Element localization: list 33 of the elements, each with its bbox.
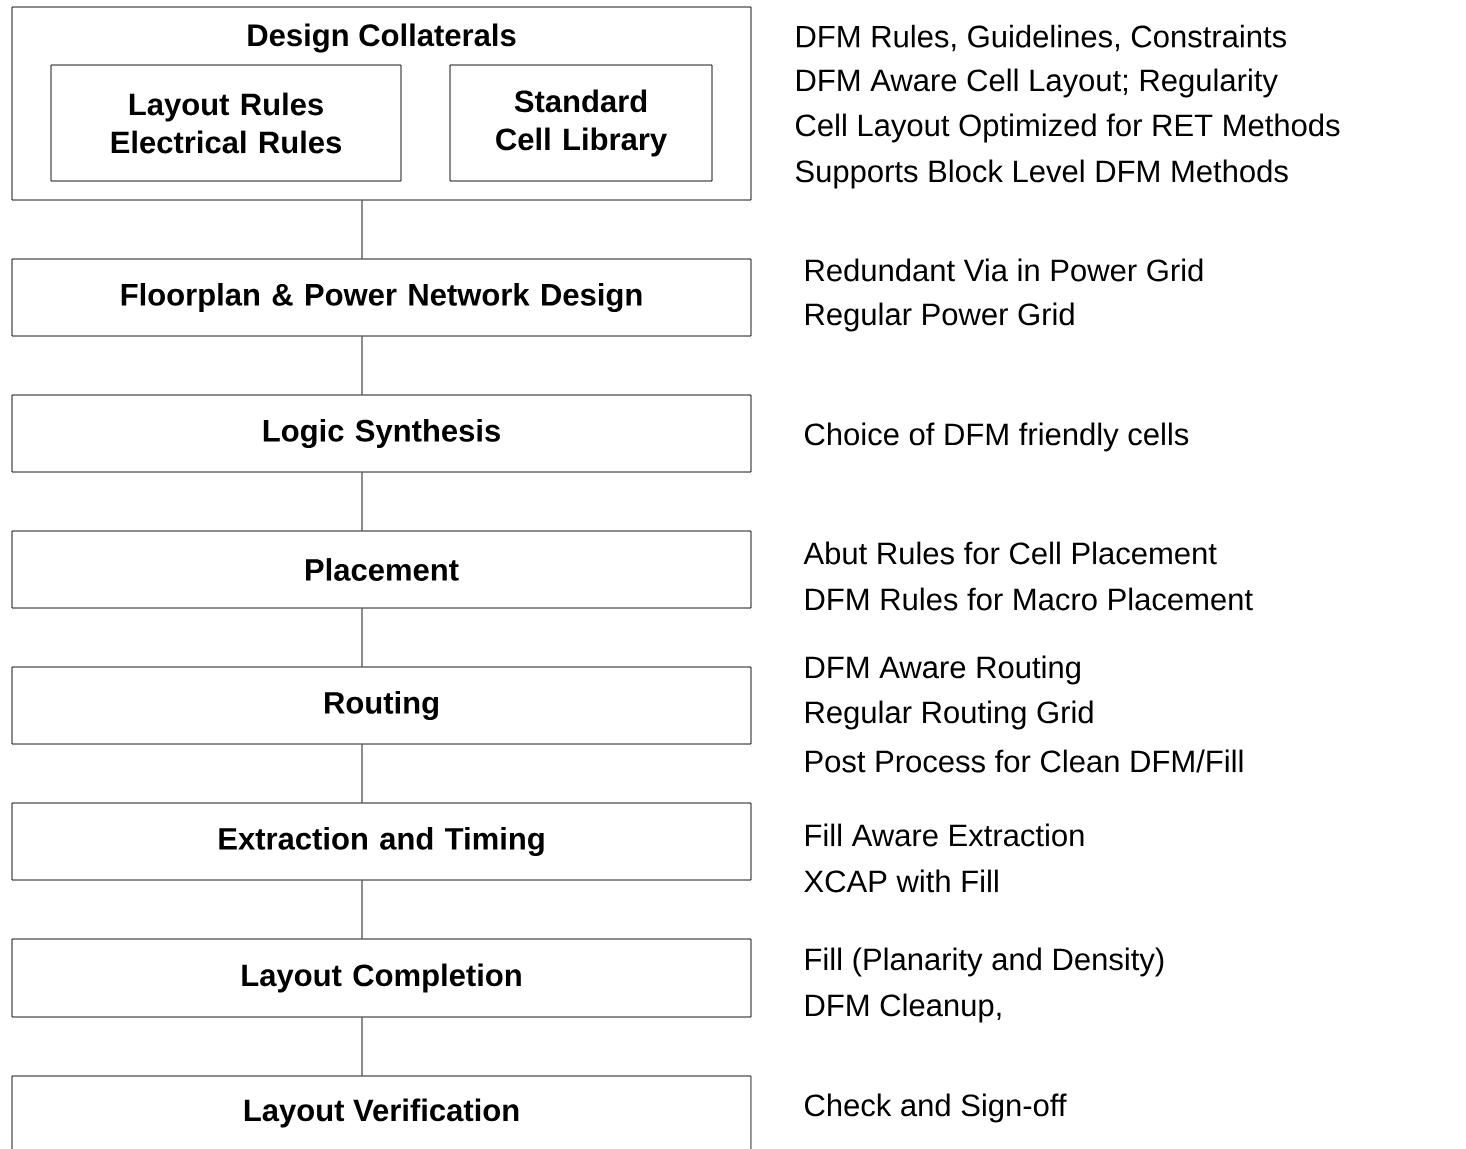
connector-line — [361, 336, 363, 395]
process-box: Layout Completion — [11, 938, 752, 1018]
side-note: Regular Power Grid — [806, 302, 1074, 332]
side-note: Fill (Planarity and Density) — [806, 947, 1164, 977]
process-box: Standard Cell Library — [449, 64, 713, 182]
connector-line — [361, 608, 363, 667]
side-note: Abut Rules for Cell Placement — [803, 541, 1217, 565]
side-note: Redundant Via in Power Grid — [806, 258, 1203, 282]
side-note: DFM Cleanup, — [806, 993, 1001, 1023]
process-box: Floorplan & Power Network Design — [11, 258, 752, 337]
process-box: Layout Verification — [11, 1075, 752, 1149]
process-box: Placement — [11, 530, 752, 609]
side-note: Fill Aware Extraction — [806, 823, 1084, 847]
side-note: DFM Aware Cell Layout; Regularity — [797, 68, 1278, 98]
process-box: Extraction and Timing — [11, 802, 752, 881]
side-note: Supports Block Level DFM Methods — [795, 159, 1288, 189]
process-box: Logic Synthesis — [11, 394, 752, 473]
side-note: Cell Layout Optimized for RET Methods — [796, 113, 1340, 143]
side-note: XCAP with Fill — [804, 869, 998, 893]
side-note: Check and Sign-off — [805, 1093, 1067, 1123]
side-note: DFM Rules, Guidelines, Constraints — [797, 24, 1286, 52]
side-note: DFM Rules for Macro Placement — [806, 587, 1253, 611]
connector-line — [361, 200, 363, 259]
process-box: Routing — [11, 666, 752, 745]
side-note: Post Process for Clean DFM/Fill — [806, 749, 1243, 773]
connector-line — [361, 1017, 363, 1076]
process-box: Layout Rules Electrical Rules — [50, 64, 402, 182]
side-note: Regular Routing Grid — [806, 700, 1093, 730]
side-note: Choice of DFM friendly cells — [805, 422, 1189, 452]
connector-line — [361, 880, 363, 939]
connector-line — [361, 744, 363, 803]
side-note: DFM Aware Routing — [806, 655, 1080, 685]
connector-line — [361, 472, 363, 531]
